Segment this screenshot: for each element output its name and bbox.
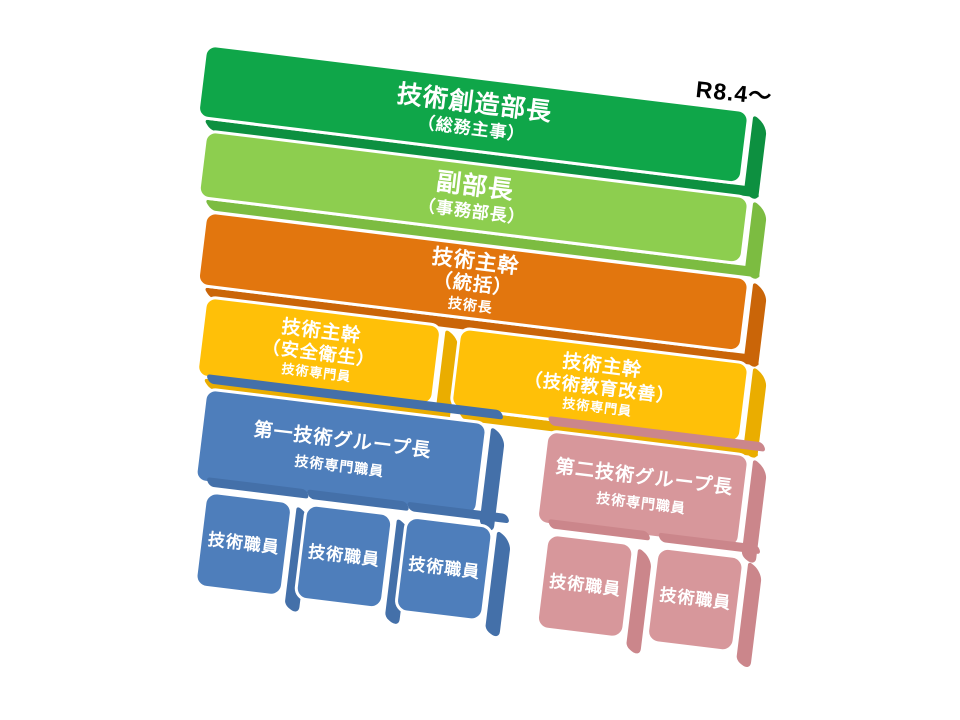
box-face: 技術職員 <box>393 514 495 623</box>
box-title: 技術職員 <box>307 542 381 570</box>
org-box-staff-5: 技術職員 <box>644 532 763 672</box>
box-face: 技術職員 <box>534 531 636 641</box>
box-title: 第一技術グループ長 <box>252 418 433 462</box>
box-title: 技術職員 <box>407 554 482 583</box>
box-face: 技術職員 <box>644 545 746 654</box>
box-face: 技術職員 <box>193 490 295 599</box>
box-title: 第二技術グループ長 <box>554 455 735 499</box>
org-box-staff-3: 技術職員 <box>393 501 512 641</box>
org-box-staff-2: 技術職員 <box>293 489 411 629</box>
org-chart: 技術創造部長 （総務主事） 副部長 （事務部長） 技術主幹 （統括） 技術長 <box>193 43 825 703</box>
box-title: 技術職員 <box>206 529 281 558</box>
org-box-staff-1: 技術職員 <box>193 477 311 617</box>
box-title: 技術職員 <box>548 571 623 600</box>
box-face: 技術職員 <box>293 502 395 611</box>
box-role: 技術専門職員 <box>595 489 687 517</box>
box-title: 技術職員 <box>658 585 733 613</box>
box-role: 技術専門職員 <box>293 452 386 480</box>
org-box-staff-4: 技術職員 <box>534 518 652 658</box>
